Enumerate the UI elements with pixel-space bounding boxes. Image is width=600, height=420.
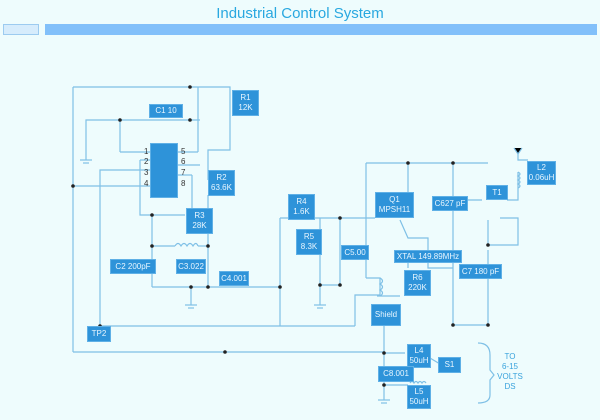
l2-name: L2 <box>537 163 546 172</box>
ic-pin-1: 1 <box>144 147 149 156</box>
r6-name: R6 <box>412 273 423 282</box>
r2-name: R2 <box>216 173 227 182</box>
toolbar-bar[interactable] <box>45 24 597 35</box>
power-note: TO 6-15 VOLTS DS <box>495 352 525 392</box>
l2-value: 0.06uH <box>528 173 555 182</box>
r2-value: 63.6K <box>211 183 232 192</box>
note-line-1: TO <box>504 352 516 361</box>
crystal-xtal[interactable]: XTAL 149.89MHz <box>394 250 462 263</box>
r6-value: 220K <box>408 283 427 292</box>
note-line-4: DS <box>504 382 516 391</box>
ic-chip[interactable] <box>150 143 178 198</box>
capacitor-c3[interactable]: C3.022 <box>176 259 206 274</box>
capacitor-c2[interactable]: C2 200pF <box>110 259 156 274</box>
ic-pin-6: 6 <box>181 157 186 166</box>
l5-name: L5 <box>414 387 424 396</box>
xtal-label: XTAL 149.89MHz <box>396 251 460 261</box>
capacitor-c5[interactable]: C5.00 <box>341 245 369 260</box>
c1-label: C1 10 <box>155 106 177 115</box>
r5-name: R5 <box>303 232 315 241</box>
c4-label: C4.001 <box>221 273 247 283</box>
ic-pin-3: 3 <box>144 168 149 177</box>
test-point-tp2[interactable]: TP2 <box>87 326 111 342</box>
note-line-2: 6-15 <box>501 362 518 371</box>
q1-name: Q1 <box>389 195 400 204</box>
c6-label: C627 pF <box>434 198 466 208</box>
r1-value: 12K <box>238 103 253 112</box>
t1-label: T1 <box>492 187 502 197</box>
l5-value: 50uH <box>409 397 429 406</box>
ic-pin-5: 5 <box>181 147 186 156</box>
c7-label: C7 180 pF <box>461 266 500 276</box>
capacitor-c7[interactable]: C7 180 pF <box>459 264 502 279</box>
ic-pin-4: 4 <box>144 179 149 188</box>
c2-label: C2 200pF <box>115 261 151 271</box>
r3-value: 28K <box>192 221 207 230</box>
shield-label: Shield <box>374 310 398 319</box>
toolbar-small-bar[interactable] <box>3 24 39 35</box>
capacitor-c8[interactable]: C8.001 <box>378 366 414 382</box>
tp2-label: TP2 <box>91 329 107 338</box>
r1-name: R1 <box>240 93 251 102</box>
transformer-t1[interactable]: T1 <box>486 185 508 200</box>
r3-name: R3 <box>194 211 205 220</box>
r4-name: R4 <box>296 197 307 206</box>
s1-label: S1 <box>444 360 455 369</box>
page-title: Industrial Control System <box>216 5 384 22</box>
note-line-3: VOLTS <box>497 372 523 381</box>
ic-pin-2: 2 <box>144 157 149 166</box>
r4-value: 1.6K <box>293 207 310 216</box>
l4-name: L4 <box>414 346 424 355</box>
capacitor-c6[interactable]: C627 pF <box>432 196 468 211</box>
l4-value: 50uH <box>409 356 429 365</box>
capacitor-c4[interactable]: C4.001 <box>219 271 249 286</box>
c5-label: C5.00 <box>344 247 366 257</box>
c3-label: C3.022 <box>178 261 204 271</box>
q1-value: MPSH11 <box>378 205 411 214</box>
capacitor-c1[interactable]: C1 10 <box>149 104 183 118</box>
ic-pin-8: 8 <box>181 179 186 188</box>
ic-pin-7: 7 <box>181 168 186 177</box>
r5-value: 8.3K <box>300 242 318 251</box>
shield[interactable]: Shield <box>371 304 401 326</box>
switch-s1[interactable]: S1 <box>438 357 461 373</box>
c8-label: C8.001 <box>383 369 409 378</box>
